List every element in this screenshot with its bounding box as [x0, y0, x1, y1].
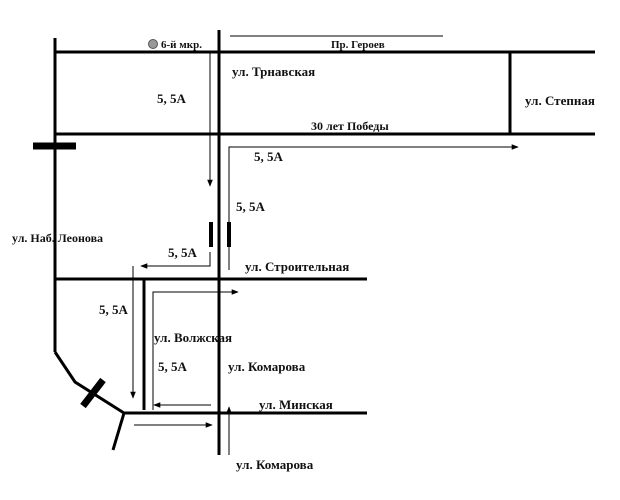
- barrier-south: [80, 377, 106, 409]
- route-label-1: 5, 5А: [157, 91, 187, 106]
- label-stepnaya: ул. Степная: [525, 93, 595, 108]
- label-stroitelnaya: ул. Строительная: [245, 259, 349, 274]
- label-leonova: ул. Наб. Леонова: [12, 231, 103, 245]
- label-komarova-bottom: ул. Комарова: [236, 457, 314, 472]
- label-volzhskaya: ул. Волжская: [154, 330, 232, 345]
- route-label-3: 5, 5А: [236, 199, 266, 214]
- label-minskaya: ул. Минская: [259, 397, 333, 412]
- barriers: [33, 142, 231, 409]
- label-heroes: Пр. Героев: [331, 39, 385, 51]
- label-komarova-mid: ул. Комарова: [228, 359, 306, 374]
- route-label-2: 5, 5А: [254, 149, 284, 164]
- route-labels: 5, 5А 5, 5А 5, 5А 5, 5А 5, 5А 5, 5А: [99, 91, 284, 374]
- street-leonova-south: [53, 351, 126, 451]
- route-label-6: 5, 5А: [158, 359, 188, 374]
- route-arrow-volzhskaya-up: [152, 289, 239, 410]
- route-arrow-victory-east: [228, 144, 519, 270]
- label-victory: 30 лет Победы: [311, 119, 389, 133]
- label-district: 6-й мкр.: [161, 39, 202, 51]
- street-labels: 6-й мкр. Пр. Героев ул. Трнавская ул. Ст…: [12, 39, 595, 472]
- route-label-5: 5, 5А: [99, 302, 129, 317]
- route-arrow-to-leonova: [140, 252, 211, 269]
- streets: [53, 30, 595, 455]
- route-label-4: 5, 5А: [168, 245, 198, 260]
- label-trnavskaya: ул. Трнавская: [232, 64, 315, 79]
- circle-marker-icon: [148, 39, 158, 49]
- route-lines: [130, 35, 519, 455]
